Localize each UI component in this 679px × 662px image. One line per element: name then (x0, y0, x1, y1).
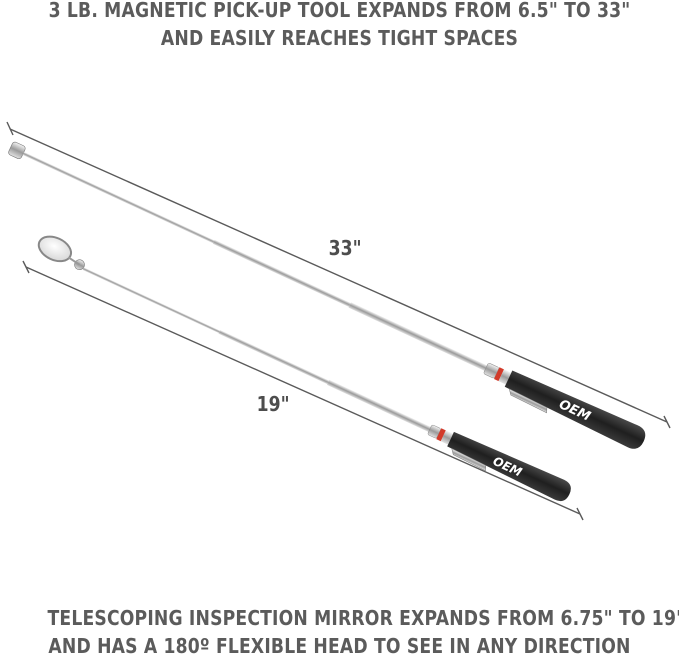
inspection-mirror-tool: OEM (37, 235, 571, 502)
headline-bottom-line-1: TELESCOPING INSPECTION MIRROR EXPANDS FR… (47, 606, 679, 630)
headline-top-line-1: 3 LB. MAGNETIC PICK-UP TOOL EXPANDS FROM… (48, 0, 631, 22)
headline-top-line-2: AND EASILY REACHES TIGHT SPACES (160, 26, 519, 50)
handle (504, 370, 646, 449)
dimension-line-19 (22, 260, 584, 521)
red-ring (436, 428, 446, 442)
headline-bottom-line-2: AND HAS A 180º FLEXIBLE HEAD TO SEE IN A… (48, 634, 631, 658)
magnetic-pickup-tool: OEM (8, 141, 646, 449)
pocket-clip (451, 448, 487, 472)
magnet-head (8, 141, 26, 160)
dimension-label-33: 33" (328, 236, 362, 260)
dimension-label-19: 19" (256, 392, 290, 416)
inspection-mirror (37, 235, 72, 263)
dimension-line-33 (6, 121, 671, 429)
pocket-clip (508, 388, 548, 414)
red-ring (493, 367, 505, 382)
handle (447, 431, 571, 502)
